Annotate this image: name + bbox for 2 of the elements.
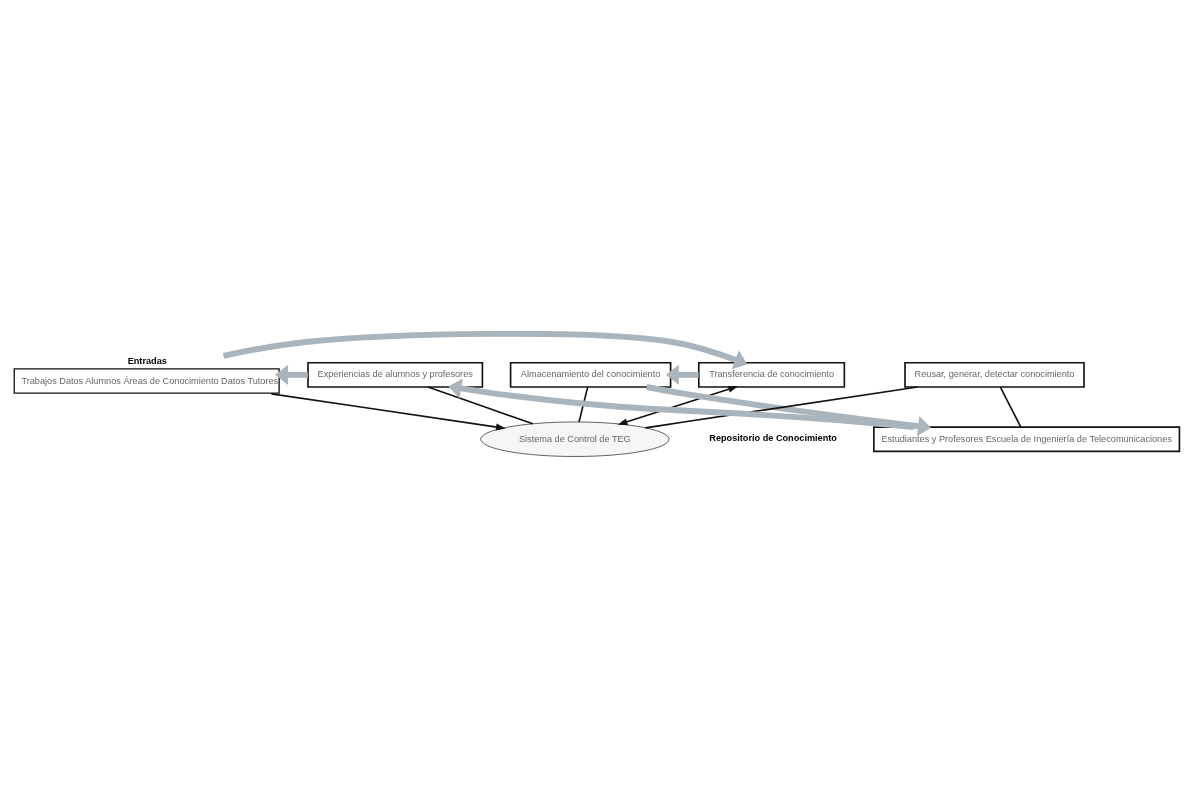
label: Repositorio de Conocimiento [709, 432, 837, 443]
node-label: Entradas [127, 355, 167, 366]
